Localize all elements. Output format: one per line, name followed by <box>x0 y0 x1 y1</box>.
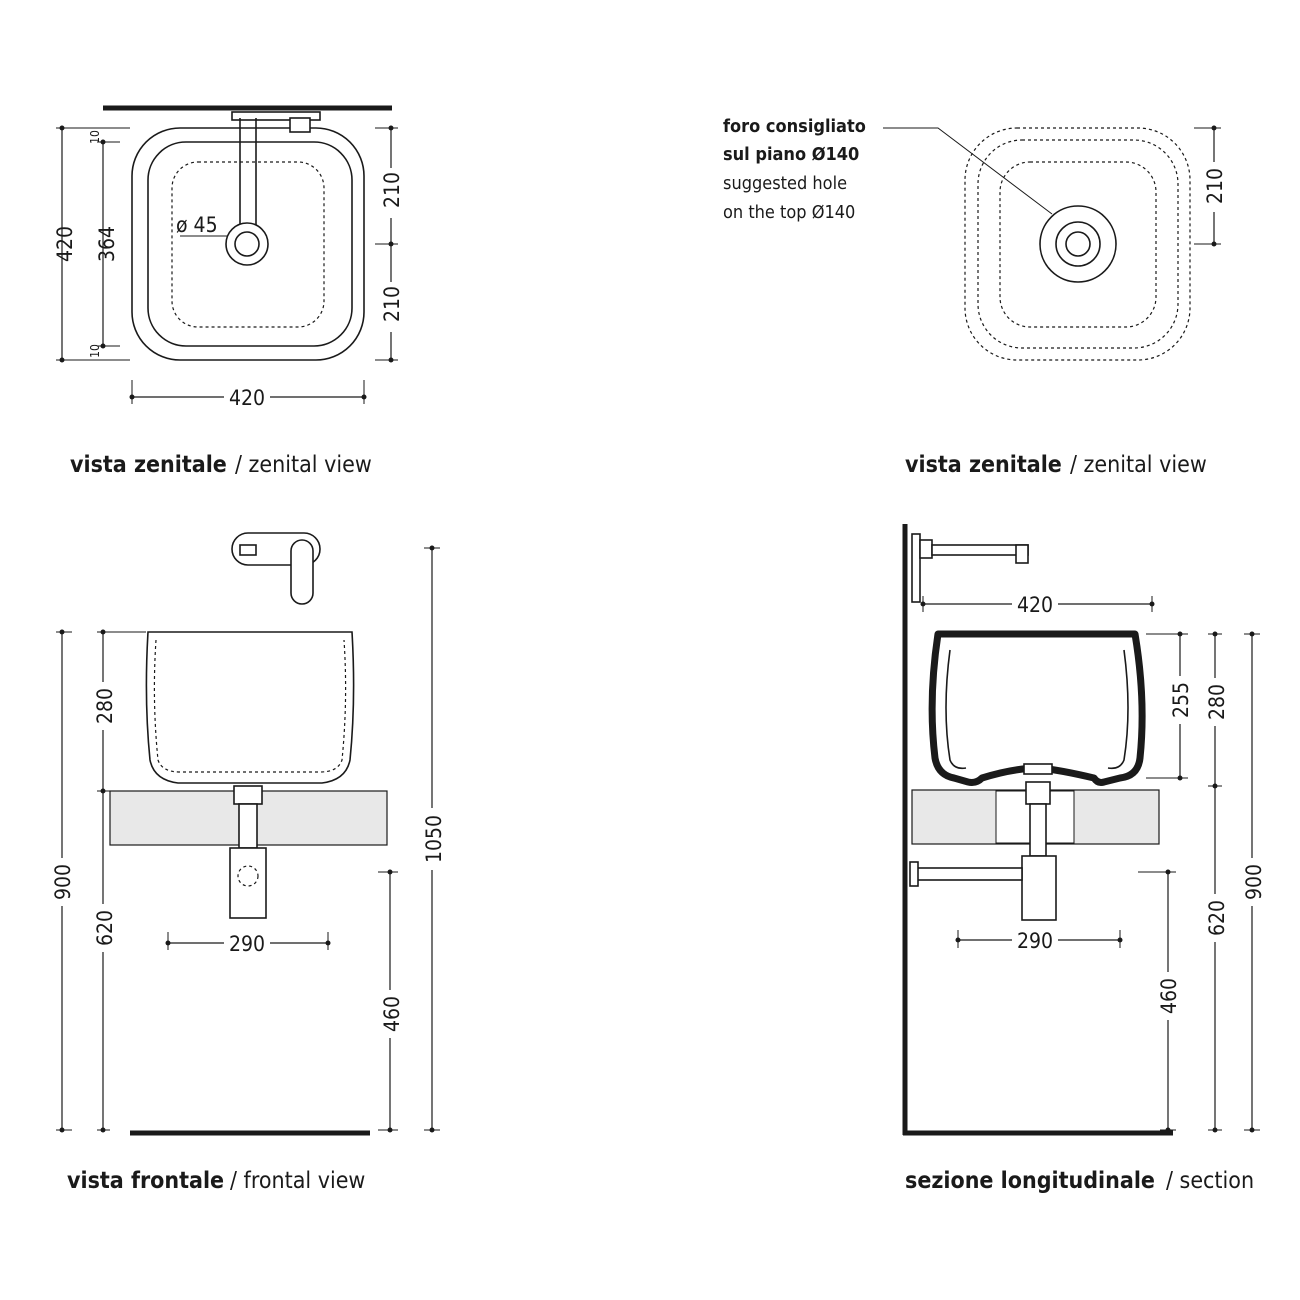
waste-flange-section <box>909 861 919 887</box>
zenital-view-left: ø 45 420 364 10 10 210 210 420 vista <box>53 105 404 478</box>
tap-plate <box>911 533 921 603</box>
caption-frontal-bold: vista frontale <box>67 1168 224 1194</box>
dim-rim-top: 10 <box>88 130 102 144</box>
basin-section-inner-left <box>945 649 967 770</box>
caption-zenital-left-light: / zenital view <box>235 452 372 478</box>
basin-section-inner-right <box>1107 649 1129 770</box>
basin-outline-dashed-outer <box>964 127 1191 361</box>
drain-plug-section <box>1023 763 1053 775</box>
note-en-line2: on the top Ø140 <box>723 202 855 223</box>
basin-inner-dashed <box>153 639 347 773</box>
dim-section-siphon-height: 620 <box>1205 900 1229 936</box>
note-leader-line <box>883 127 1053 215</box>
dim-section-counter-height: 900 <box>1242 864 1266 900</box>
tap-outlet-section <box>1015 544 1029 564</box>
wall-tap-lever <box>290 539 314 605</box>
caption-frontal-light: / frontal view <box>230 1168 365 1194</box>
drain-pipe <box>238 803 258 849</box>
zenital-view-right: foro consigliato sul piano Ø140 suggeste… <box>723 116 1227 478</box>
wall-tap-outlet <box>239 544 257 556</box>
dim-basin-height: 280 <box>93 688 117 724</box>
dim-overall-height: 420 <box>53 226 77 262</box>
dim-inner-height: 364 <box>95 226 119 262</box>
siphon-body-section <box>1021 855 1057 921</box>
dim-rim-bottom: 10 <box>88 344 102 358</box>
dim-inner-depth: 255 <box>1169 682 1193 718</box>
drain-body-section <box>1025 781 1051 805</box>
dim-section-basin-height: 280 <box>1205 684 1229 720</box>
tap-spout-section <box>931 544 1029 556</box>
note-it-line1: foro consigliato <box>723 116 866 137</box>
drain-inner-icon <box>234 231 260 257</box>
caption-section-light: / section <box>1166 1168 1254 1194</box>
caption-section-bold: sezione longitudinale <box>905 1168 1155 1194</box>
dim-half-right: 210 <box>1203 168 1227 204</box>
dim-section-drain-offset: 460 <box>1157 978 1181 1014</box>
dim-section-drain-spacing: 290 <box>1017 929 1053 953</box>
tap-base <box>231 111 321 121</box>
caption-zenital-right-light: / zenital view <box>1070 452 1207 478</box>
dim-counter-height: 900 <box>51 864 75 900</box>
siphon-body <box>229 847 267 919</box>
section-view: 420 255 280 620 <box>902 524 1266 1194</box>
note-it-line2: sul piano Ø140 <box>723 144 859 165</box>
dim-drain-offset: 460 <box>380 996 404 1032</box>
drain-pipe-section <box>1029 803 1047 857</box>
note-en-line1: suggested hole <box>723 173 847 194</box>
basin-bowl-dashed <box>171 161 325 328</box>
dim-upper-half: 210 <box>380 172 404 208</box>
drain-plug <box>233 785 263 805</box>
basin-outline-dashed-mid <box>977 139 1179 349</box>
dim-lower-half: 210 <box>380 286 404 322</box>
dim-siphon-height: 620 <box>93 910 117 946</box>
dim-drain-spacing: 290 <box>229 932 265 956</box>
caption-zenital-right-bold: vista zenitale <box>905 452 1062 478</box>
basin-inner-rim <box>147 141 353 347</box>
caption-zenital-left-bold: vista zenitale <box>70 452 227 478</box>
siphon-cap <box>237 865 259 887</box>
dim-section-width: 420 <box>1017 593 1053 617</box>
basin-front <box>145 631 355 784</box>
frontal-view: 900 280 620 460 1050 290 vista frontale <box>51 532 446 1194</box>
waste-pipe-section <box>913 867 1023 881</box>
dim-width: 420 <box>229 386 265 410</box>
drain-diameter-label: ø 45 <box>176 213 218 237</box>
dim-tap-height: 1050 <box>422 815 446 863</box>
basin-section-wall <box>928 630 1146 786</box>
tap-lever <box>289 117 311 133</box>
drain-core-icon <box>1065 231 1091 257</box>
basin-outline-dashed-inner <box>999 161 1157 328</box>
basin-outer-rim <box>131 127 365 361</box>
tap-body-section <box>919 539 933 559</box>
